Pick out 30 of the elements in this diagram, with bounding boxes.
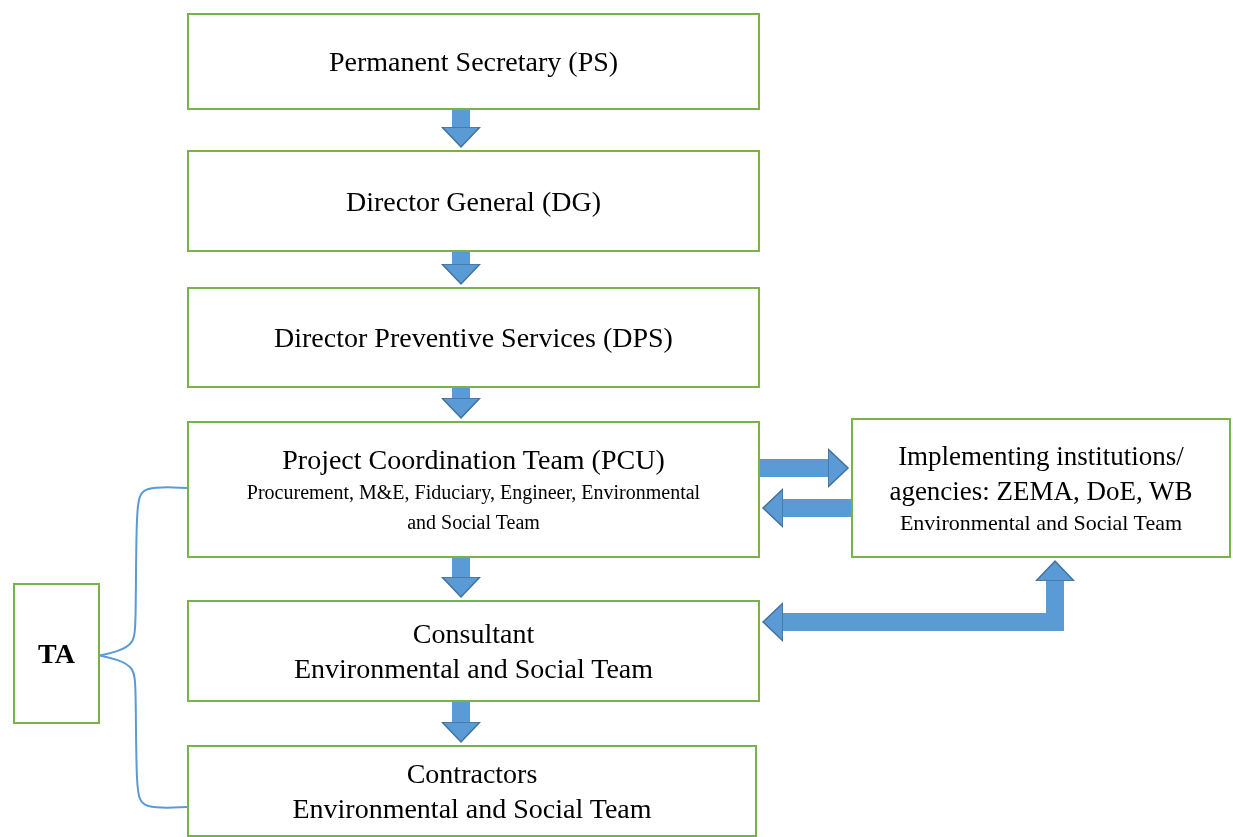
org-box [187, 13, 760, 110]
org-box [851, 418, 1231, 558]
box-title: Implementing institutions/ agencies: ZEMA, DoE, WB [888, 439, 1194, 508]
block-arrow [441, 558, 481, 598]
brace-line [99, 486, 188, 657]
box-text: Environmental and Social Team [899, 508, 1183, 537]
box-title: Director Preventive Services (DPS) [274, 321, 673, 355]
label-box [13, 583, 100, 724]
block-arrow [760, 448, 849, 488]
box-title: Contractors [406, 757, 538, 791]
org-box [187, 150, 760, 252]
box-title: Project Coordination Team (PCU) [282, 443, 665, 477]
block-arrow [762, 488, 851, 528]
box-text: Procurement, M&E, Fiduciary, Engineer, Environmental and Social Team [245, 480, 702, 535]
org-box [187, 287, 760, 388]
org-box [187, 421, 760, 558]
box-title: TA [38, 637, 75, 671]
org-box [187, 600, 760, 702]
block-arrow [762, 560, 1075, 642]
block-arrow [441, 110, 481, 148]
block-arrow [441, 702, 481, 743]
block-arrow [441, 252, 481, 285]
brace-line [99, 654, 188, 809]
org-box [187, 745, 757, 837]
box-text: Environmental and Social Team [292, 792, 652, 826]
box-title: Director General (DG) [346, 184, 601, 219]
box-title: Permanent Secretary (PS) [328, 45, 619, 79]
box-title: Consultant [412, 617, 535, 651]
box-text: Environmental and Social Team [293, 652, 654, 686]
block-arrow [441, 388, 481, 419]
